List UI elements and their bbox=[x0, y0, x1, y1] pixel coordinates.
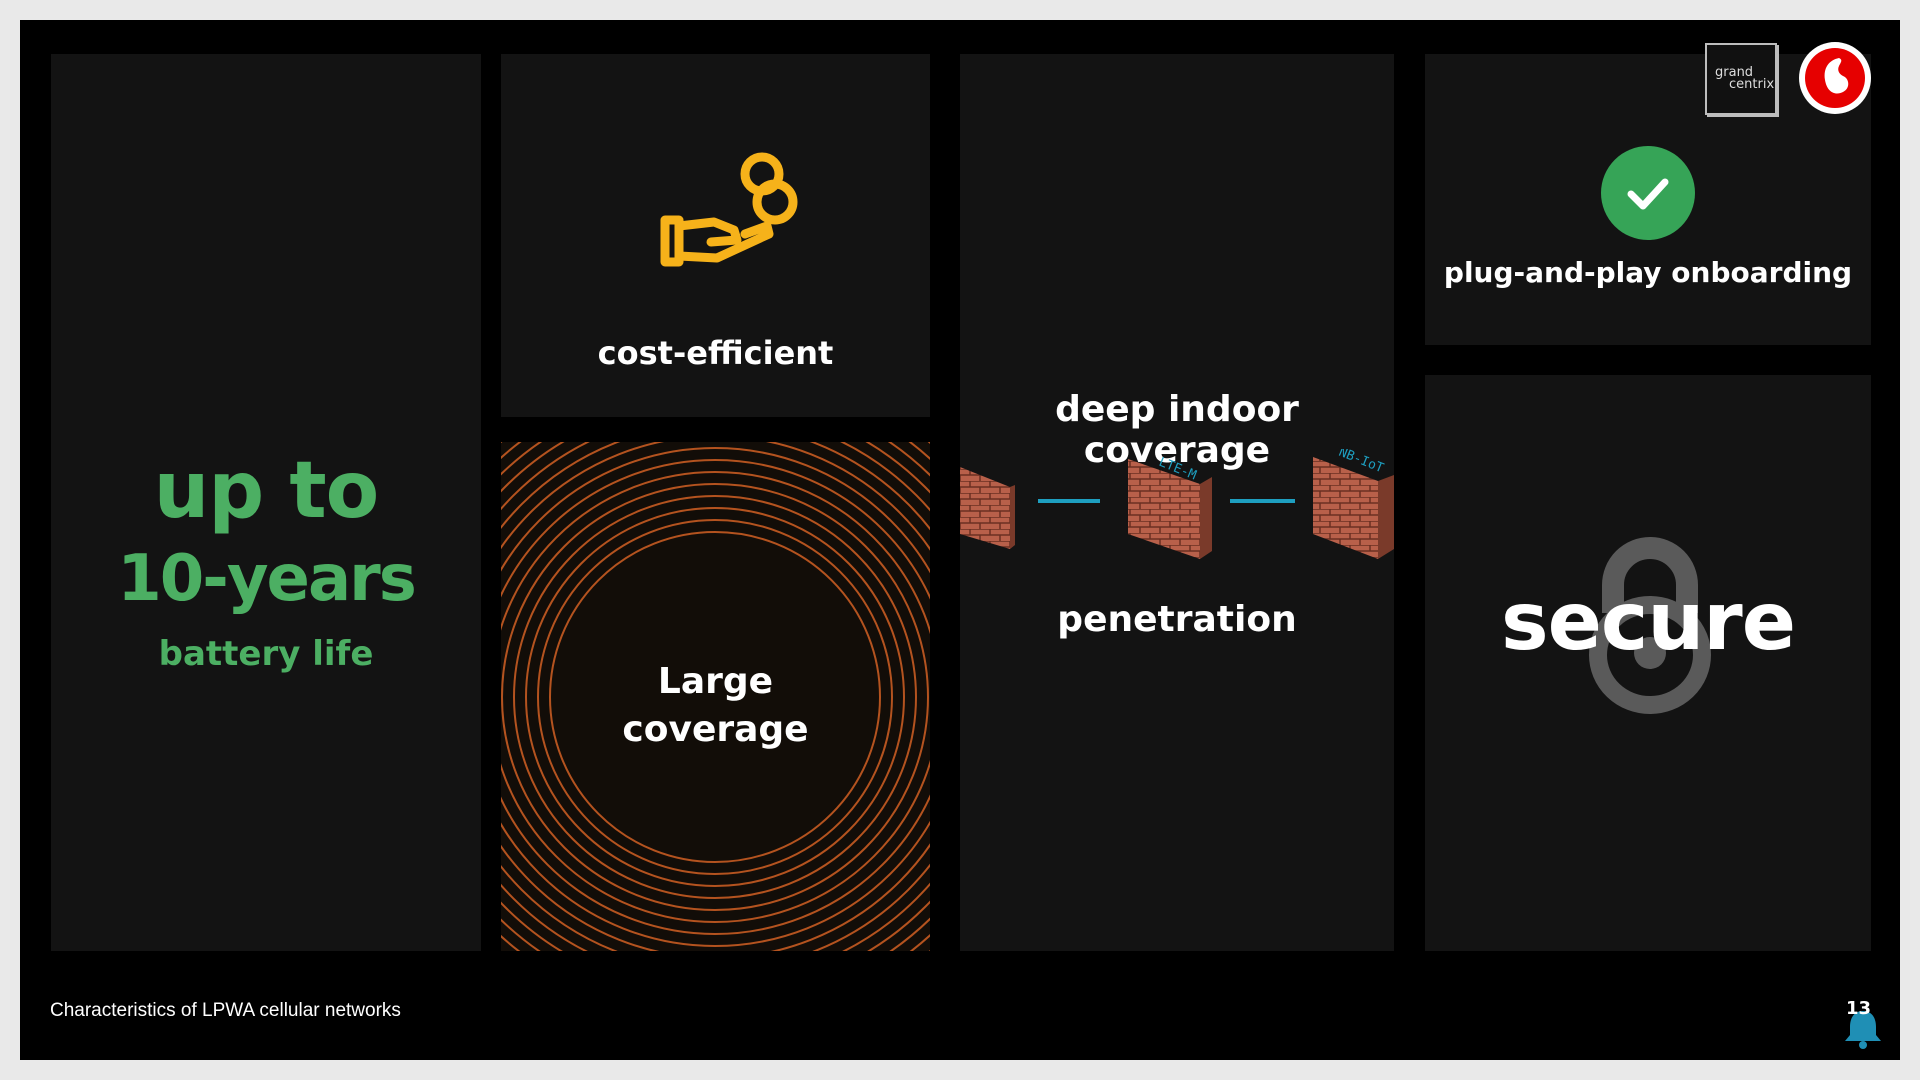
coverage-panel: Large coverage bbox=[501, 442, 930, 951]
secure-label: secure bbox=[1501, 575, 1796, 668]
battery-line3: battery life bbox=[158, 634, 374, 674]
grandcentrix-line1: grand bbox=[1715, 65, 1754, 80]
padlock-icon bbox=[1589, 537, 1711, 714]
penetration-label: penetration bbox=[1057, 599, 1297, 640]
hand-coins-icon bbox=[660, 152, 798, 267]
battery-line2: 10-years bbox=[117, 542, 417, 616]
check-icon bbox=[1601, 146, 1695, 240]
bell-icon[interactable] bbox=[1840, 1005, 1886, 1051]
brick-wall-icon: LTE-M NB-IoT bbox=[960, 449, 1394, 559]
indoor-panel: deep indoor coverage LTE-M NB-IoT bbox=[960, 54, 1394, 951]
cost-label: cost-efficient bbox=[597, 334, 834, 372]
vodafone-logo-icon bbox=[1799, 42, 1871, 114]
coverage-ring bbox=[501, 459, 930, 935]
cost-panel: cost-efficient bbox=[501, 54, 930, 417]
grandcentrix-line2: centrix bbox=[1729, 77, 1775, 92]
coverage-label: Large coverage bbox=[501, 658, 930, 754]
coverage-ring bbox=[501, 471, 930, 923]
coverage-ring bbox=[501, 483, 929, 911]
coverage-line1: Large bbox=[657, 661, 774, 702]
footer-caption: Characteristics of LPWA cellular network… bbox=[50, 1000, 401, 1021]
battery-panel: up to 10-years battery life bbox=[51, 54, 481, 951]
coverage-ring bbox=[537, 519, 893, 875]
coverage-ring bbox=[513, 495, 917, 899]
battery-line1: up to bbox=[153, 446, 379, 536]
page-number: 13 bbox=[1846, 998, 1872, 1019]
coverage-rings bbox=[501, 442, 930, 951]
coverage-line2: coverage bbox=[622, 709, 809, 750]
coverage-ring bbox=[501, 447, 930, 947]
onboarding-label: plug-and-play onboarding bbox=[1443, 256, 1853, 289]
grandcentrix-logo: grand centrix bbox=[1705, 43, 1777, 115]
coverage-ring bbox=[549, 531, 881, 863]
secure-panel: secure bbox=[1425, 375, 1871, 951]
indoor-title: deep indoor coverage bbox=[1055, 389, 1299, 471]
onboarding-panel: plug-and-play onboarding bbox=[1425, 54, 1871, 345]
coverage-ring bbox=[525, 507, 905, 887]
slide: up to 10-years battery life cost-efficie… bbox=[20, 20, 1900, 1060]
